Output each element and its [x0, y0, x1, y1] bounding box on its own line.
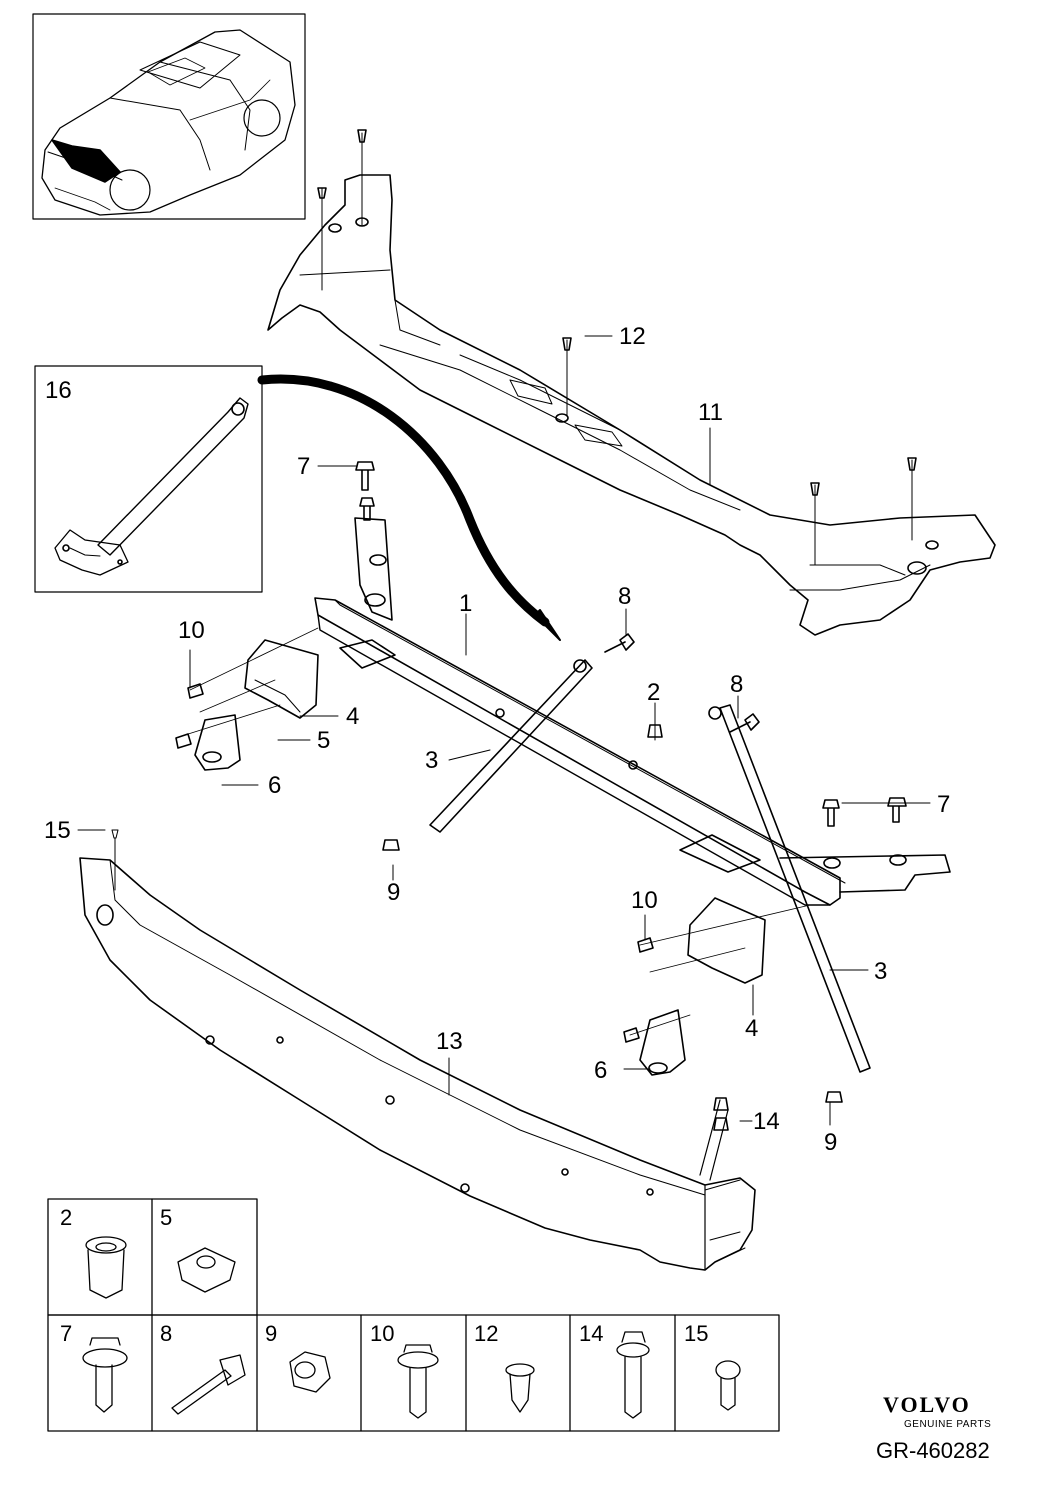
callout-6b: 6	[594, 1057, 607, 1084]
bumper-beam-part-13	[79, 829, 756, 1271]
callout-9a: 9	[387, 879, 400, 906]
callout-3a: 3	[425, 747, 438, 774]
cell-label-10: 10	[370, 1321, 394, 1346]
callout-3b: 3	[874, 958, 887, 985]
callout-11: 11	[698, 399, 723, 426]
cell-label-8: 8	[160, 1321, 172, 1346]
callout-13: 13	[436, 1028, 463, 1055]
callout-1: 1	[459, 590, 472, 617]
cell-label-14: 14	[579, 1321, 603, 1346]
fastener-table	[47, 1198, 780, 1432]
cell-label-12: 12	[474, 1321, 498, 1346]
callout-16: 16	[45, 377, 72, 404]
vehicle-thumbnail	[32, 13, 306, 220]
leader-lines	[77, 335, 931, 1126]
callout-6a: 6	[268, 772, 281, 799]
bracket-right	[629, 897, 811, 1076]
callout-labels: 1 2 3 3 4 4 5 6 6 7 7 8 8 9 9 10 10 11 1…	[44, 323, 950, 1156]
fastener-drawings	[82, 1236, 741, 1419]
upper-cover-part-11	[267, 129, 996, 636]
callout-5: 5	[317, 727, 330, 754]
callout-2: 2	[647, 679, 660, 706]
crossmember-part-1	[314, 517, 951, 906]
callout-9b: 9	[824, 1129, 837, 1156]
callout-14: 14	[753, 1108, 780, 1135]
brand-subtitle: GENUINE PARTS	[904, 1419, 991, 1430]
brand-block: VOLVO GENUINE PARTS GR-460282	[876, 1392, 991, 1463]
brand-name: VOLVO	[883, 1392, 971, 1417]
cell-label-7: 7	[60, 1321, 72, 1346]
reference-arrow	[257, 374, 550, 627]
callout-15: 15	[44, 817, 71, 844]
callout-8b: 8	[730, 671, 743, 698]
callout-4a: 4	[346, 703, 359, 730]
rod-part-3	[429, 659, 871, 1073]
cell-label-15: 15	[684, 1321, 708, 1346]
callout-7b: 7	[937, 791, 950, 818]
cell-label-2: 2	[60, 1205, 72, 1230]
table-labels: 2 5 7 8 9 10 12 14 15	[60, 1205, 708, 1346]
diagram-code: GR-460282	[876, 1438, 990, 1463]
callout-12: 12	[619, 323, 646, 350]
callout-10a: 10	[178, 617, 205, 644]
inset-part-16	[34, 365, 263, 593]
cell-label-9: 9	[265, 1321, 277, 1346]
cell-label-5: 5	[160, 1205, 172, 1230]
fasteners	[175, 461, 907, 1131]
callout-4b: 4	[745, 1015, 758, 1042]
bracket-left	[184, 627, 319, 771]
callout-7a: 7	[297, 453, 310, 480]
callout-8a: 8	[618, 583, 631, 610]
callout-10b: 10	[631, 887, 658, 914]
